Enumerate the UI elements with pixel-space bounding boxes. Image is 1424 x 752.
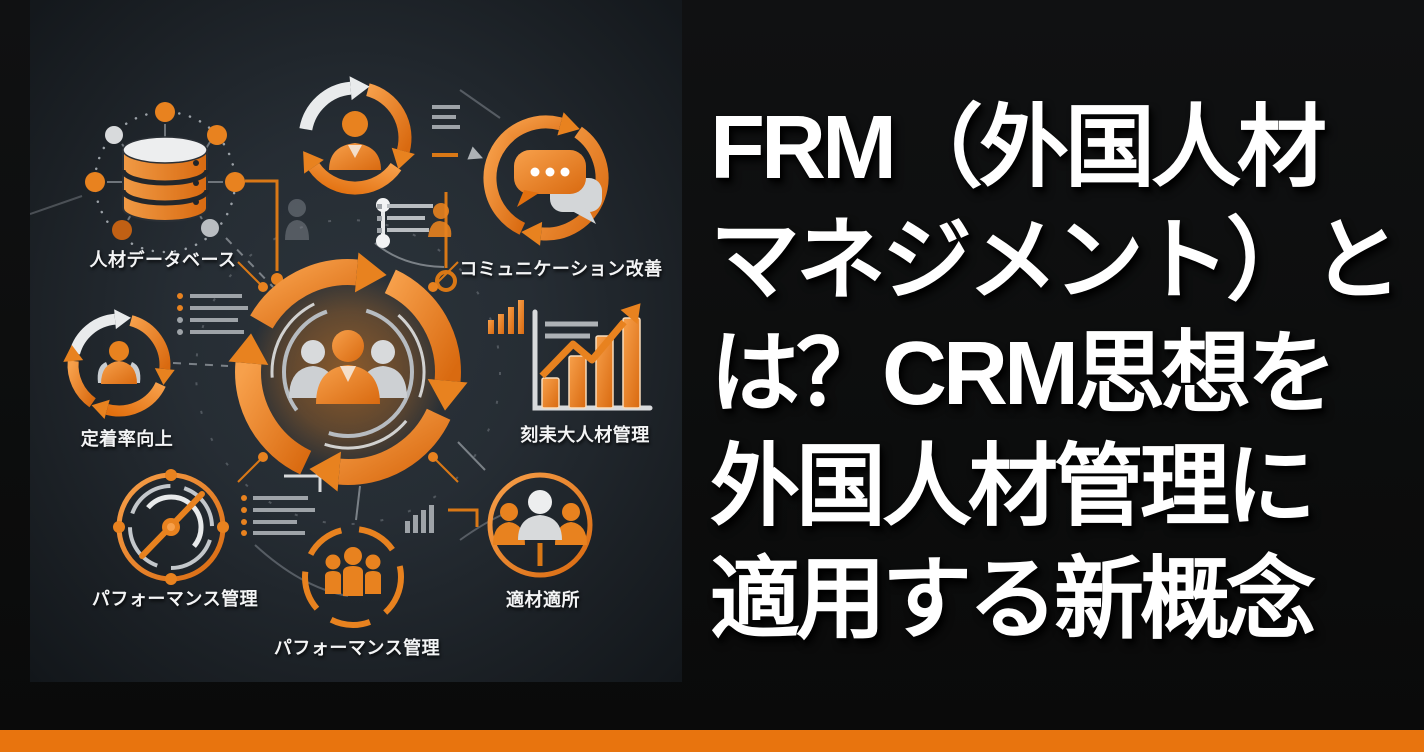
person-silhouette-icon (428, 203, 452, 237)
center-hub-icon (213, 237, 483, 507)
placement-team-icon (487, 472, 593, 578)
label-placement: 適材適所 (506, 590, 580, 610)
list-lines-icon (432, 105, 460, 157)
headline-line-5: 適用する新概念 (710, 550, 1316, 650)
checklist-icon (377, 204, 433, 233)
mini-bars-gray-icon (405, 505, 434, 533)
label-team-circle: パフォーマンス管理 (273, 638, 441, 658)
headline-line-2: マネジメント）と (710, 211, 1402, 311)
team-circle-icon (302, 526, 404, 628)
communication-icon (483, 112, 609, 246)
gray-arrow-icon (467, 146, 483, 160)
label-communication: コミュニケーション改善 (459, 259, 663, 279)
headline-line-4: 外国人材管理に (710, 437, 1316, 537)
headline-line-1: FRM（外国人材 (710, 98, 1327, 198)
headline-line-3: は？CRM思想を (710, 324, 1337, 424)
label-growth-chart: 刻耒大人材管理 (520, 425, 650, 445)
label-gauge: パフォーマンス管理 (91, 589, 259, 609)
database-icon (85, 102, 245, 254)
person-cycle-icon (299, 76, 415, 195)
headline-title: FRM（外国人材 マネジメント）と は？CRM思想を 外国人材管理に 適用する新… (710, 92, 1424, 657)
team-group-icon (289, 330, 407, 404)
infographic-panel: 人材データベース コミュニケーション改善 定着率向上 刻耒大人材管理 パフォーマ… (30, 0, 682, 682)
infographic-diagram (30, 76, 653, 628)
mini-bars-orange-icon (488, 300, 524, 334)
speech-bubbles-icon (514, 150, 602, 224)
label-database: 人材データベース (89, 250, 237, 270)
person-silhouette-icon (285, 199, 309, 240)
retention-cycle-icon (63, 309, 175, 420)
bottom-accent-bar (0, 730, 1424, 752)
label-retention: 定着率向上 (80, 429, 174, 449)
growth-chart-icon (532, 303, 653, 411)
gauge-icon (113, 469, 229, 585)
